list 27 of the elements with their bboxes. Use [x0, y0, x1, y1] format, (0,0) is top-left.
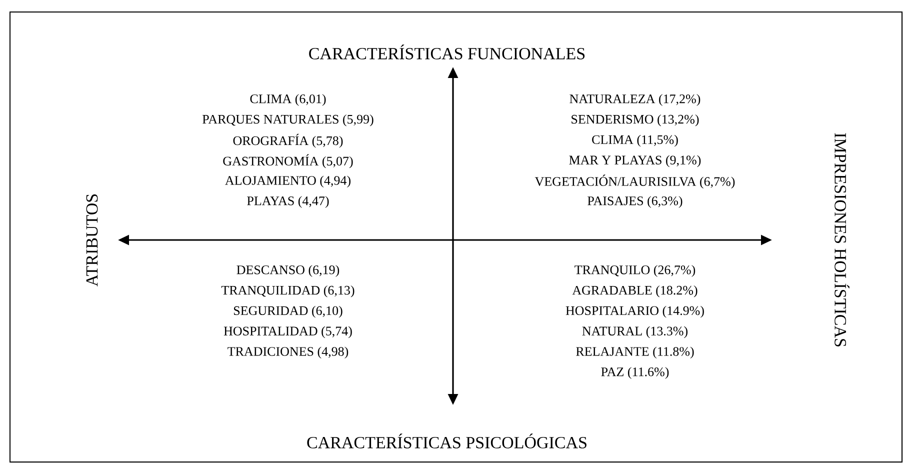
axis-title: CARACTERÍSTICAS PSICOLÓGICAS	[307, 434, 586, 448]
list-item: AGRADABLE (18.2%)	[572, 286, 698, 298]
list-item: VEGETACIÓN/LAURISILVA (6,7%)	[534, 174, 735, 189]
list-item: HOSPITALIDAD (5,74)	[224, 326, 352, 338]
list-item: PAZ (11.6%)	[601, 367, 669, 379]
axis-title: ATRIBUTOS	[86, 194, 98, 286]
axis-title: IMPRESIONES HOLÍSTICAS	[834, 133, 850, 346]
list-item: RELAJANTE (11.8%)	[576, 346, 694, 358]
list-item: SEGURIDAD (6,10)	[234, 306, 342, 318]
list-item: HOSPITALARIO (14.9%)	[566, 306, 704, 318]
list-item: MAR Y PLAYAS (9,1%)	[569, 155, 701, 168]
list-item: SENDERISMO (13,2%)	[572, 114, 699, 126]
list-item: DESCANSO (6,19)	[236, 265, 340, 277]
list-item: OROGRAFÍA (5,78)	[233, 134, 343, 148]
list-item: TRANQUILO (26,7%)	[574, 265, 696, 277]
list-item: ALOJAMIENTO (4,94)	[225, 176, 350, 188]
list-item: TRANQUILIDAD (6,13)	[221, 286, 354, 298]
axis-title: CARACTERÍSTICAS FUNCIONALES	[309, 44, 585, 60]
list-item: CLIMA (11,5%)	[592, 134, 678, 147]
list-item: TRADICIONES (4,98)	[228, 346, 348, 358]
list-item: CLIMA (6,01)	[250, 94, 326, 106]
list-item: GASTRONOMÍA (5,07)	[223, 154, 353, 168]
list-item: NATURAL (13.3%)	[582, 326, 688, 338]
list-item: NATURALEZA (17,2%)	[570, 94, 700, 106]
list-item: PAISAJES (6,3%)	[588, 196, 682, 208]
list-item: PARQUES NATURALES (5,99)	[202, 114, 374, 126]
list-item: PLAYAS (4,47)	[247, 196, 329, 208]
